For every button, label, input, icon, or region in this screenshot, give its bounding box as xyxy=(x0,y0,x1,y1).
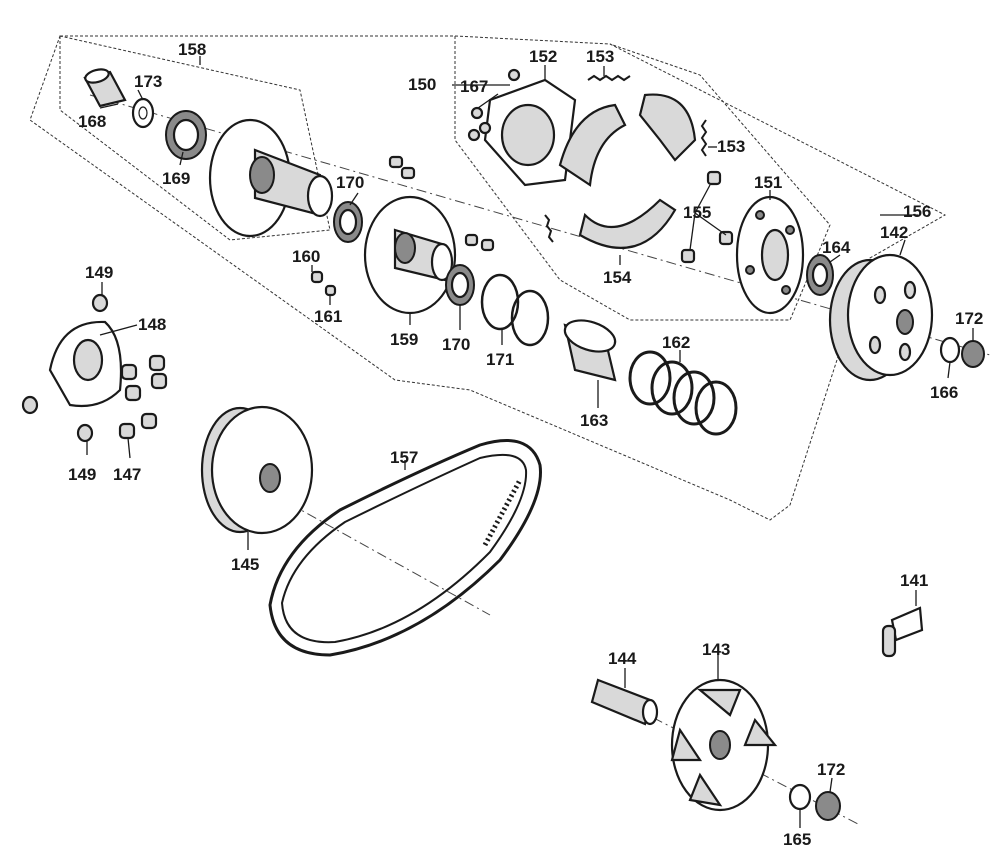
label-148: 148 xyxy=(138,315,166,334)
leader-lines xyxy=(86,56,974,828)
guide-pins-160 xyxy=(310,155,495,297)
sliders-149 xyxy=(21,293,109,443)
label-149-top: 149 xyxy=(85,263,113,282)
label-152: 152 xyxy=(529,47,557,66)
washer-166 xyxy=(939,336,961,364)
rollers-147 xyxy=(118,354,168,440)
label-154: 154 xyxy=(603,268,632,287)
label-166: 166 xyxy=(930,383,958,402)
label-162: 162 xyxy=(662,333,690,352)
washer-165 xyxy=(788,783,812,811)
spring-153-lower xyxy=(544,214,554,243)
label-142: 142 xyxy=(880,223,908,242)
drive-belt-157 xyxy=(268,439,542,657)
o-ring-171a xyxy=(480,273,520,331)
label-168: 168 xyxy=(78,112,106,131)
label-161: 161 xyxy=(314,307,342,326)
drive-face-145 xyxy=(200,405,314,535)
movable-driven-face-159 xyxy=(363,195,457,315)
label-141: 141 xyxy=(900,571,928,590)
label-167: 167 xyxy=(460,77,488,96)
label-155: 155 xyxy=(683,203,711,222)
collar-144 xyxy=(590,678,659,726)
label-144: 144 xyxy=(608,649,637,668)
label-149-bottom: 149 xyxy=(68,465,96,484)
label-170-lower: 170 xyxy=(442,335,470,354)
label-157: 157 xyxy=(390,448,418,467)
bracket-141 xyxy=(881,606,924,658)
o-ring-171b xyxy=(510,289,550,347)
label-158: 158 xyxy=(178,40,206,59)
nuts-167 xyxy=(467,68,521,142)
fan-143 xyxy=(670,678,778,812)
label-145: 145 xyxy=(231,555,259,574)
label-171: 171 xyxy=(486,350,514,369)
label-156: 156 xyxy=(903,202,931,221)
label-173: 173 xyxy=(134,72,162,91)
ramp-plate-148 xyxy=(48,320,123,408)
label-143: 143 xyxy=(702,640,730,659)
bushing-168 xyxy=(83,68,127,108)
collar-163 xyxy=(563,319,617,382)
label-169: 169 xyxy=(162,169,190,188)
label-172-upper: 172 xyxy=(955,309,983,328)
label-159: 159 xyxy=(390,330,418,349)
label-170-upper: 170 xyxy=(336,173,364,192)
spring-153-right xyxy=(700,119,708,157)
spring-153-top xyxy=(587,74,631,82)
washer-173 xyxy=(131,97,155,129)
clutch-shoes-154 xyxy=(558,93,697,249)
bearing-169 xyxy=(165,110,207,160)
clutch-plate-152 xyxy=(483,78,577,187)
nuts-155 xyxy=(680,170,734,264)
nut-172-lower xyxy=(815,791,841,821)
label-164: 164 xyxy=(822,238,851,257)
label-172-lower: 172 xyxy=(817,760,845,779)
label-163: 163 xyxy=(580,411,608,430)
driven-pulley-158 xyxy=(208,118,334,238)
drive-plate-151 xyxy=(735,195,805,315)
clutch-bell-142 xyxy=(828,253,934,382)
label-160: 160 xyxy=(292,247,320,266)
label-153-right: 153 xyxy=(717,137,745,156)
label-165: 165 xyxy=(783,830,811,849)
label-151: 151 xyxy=(754,173,782,192)
nut-172-upper xyxy=(961,340,985,368)
label-153-top: 153 xyxy=(586,47,614,66)
label-150: 150 xyxy=(408,75,436,94)
spring-162 xyxy=(628,350,738,436)
pulley-outline xyxy=(59,35,331,241)
label-147: 147 xyxy=(113,465,141,484)
axis-line-belt xyxy=(219,464,491,616)
